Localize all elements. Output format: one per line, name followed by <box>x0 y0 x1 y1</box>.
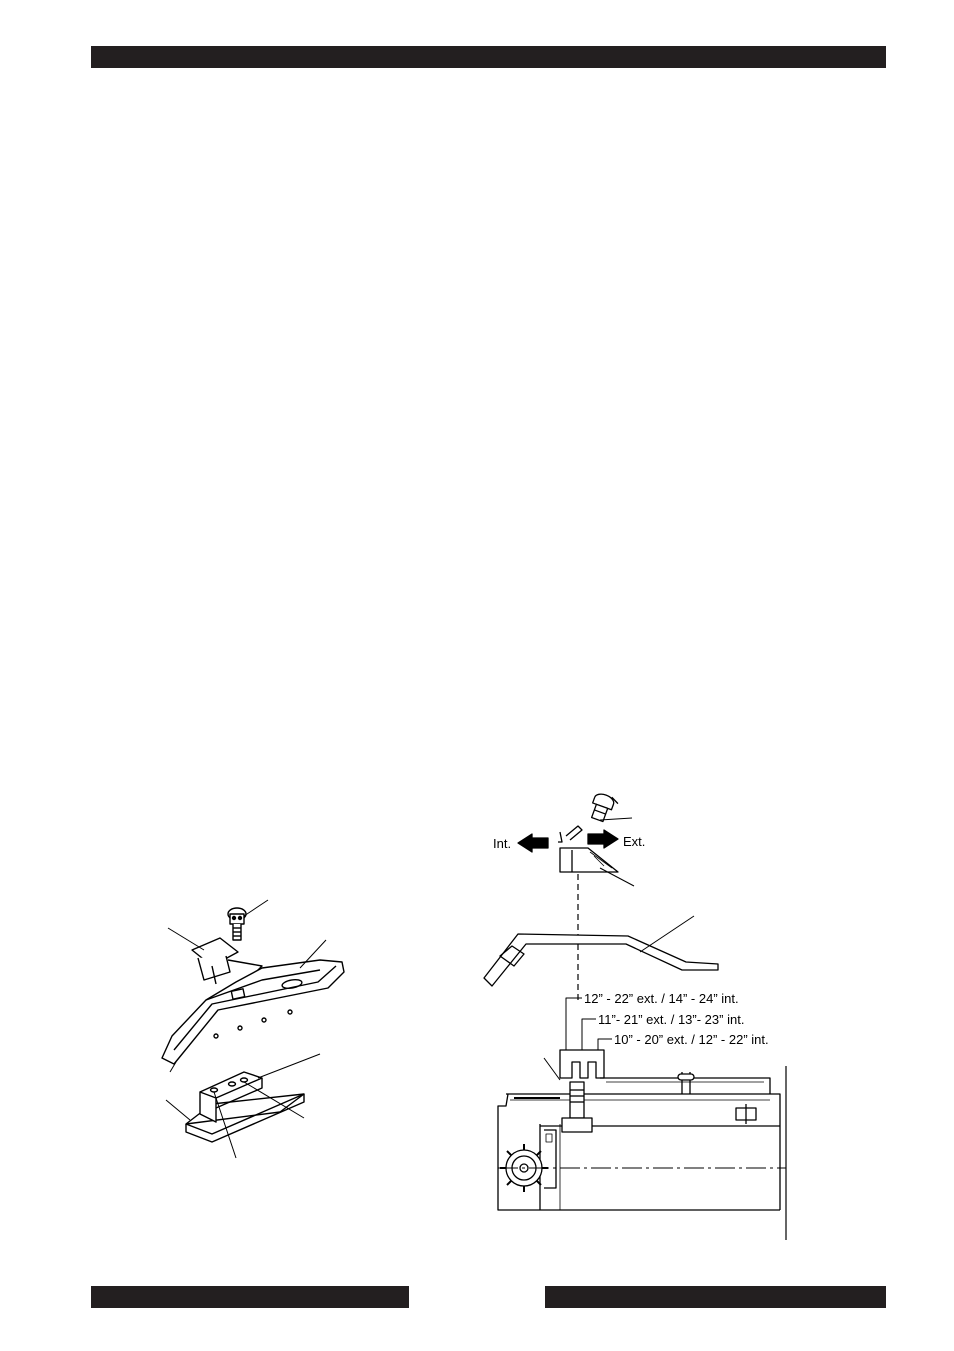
comb-adjuster <box>543 1049 605 1081</box>
adjustment-screw <box>590 793 619 823</box>
header-bar <box>91 46 886 68</box>
size-brackets <box>565 997 612 1050</box>
size-range-label-2: 11”- 21” ext. / 13”- 23” int. <box>598 1012 744 1027</box>
arm-body <box>161 959 345 1073</box>
exterior-label: Ext. <box>623 834 645 849</box>
base-block <box>185 1071 305 1143</box>
size-range-label-1: 12” - 22” ext. / 14” - 24” int. <box>584 991 739 1006</box>
leader-lines-left <box>165 899 327 1159</box>
arrow-exterior-icon <box>587 829 619 849</box>
interior-label: Int. <box>493 836 511 851</box>
adjustment-view <box>483 793 787 1240</box>
arrow-interior-icon <box>517 833 549 853</box>
cover-section <box>483 915 719 987</box>
clip-part <box>191 937 263 985</box>
footer-bar-left <box>91 1286 409 1308</box>
closer-mechanism <box>497 1072 781 1211</box>
wedge-block <box>558 825 635 887</box>
size-range-label-3: 10” - 20” ext. / 12” - 22” int. <box>614 1032 769 1047</box>
leader-screw <box>599 817 633 821</box>
footer-bar-right <box>545 1286 886 1308</box>
arm-exploded-view <box>161 899 345 1159</box>
screw-part <box>227 907 247 941</box>
